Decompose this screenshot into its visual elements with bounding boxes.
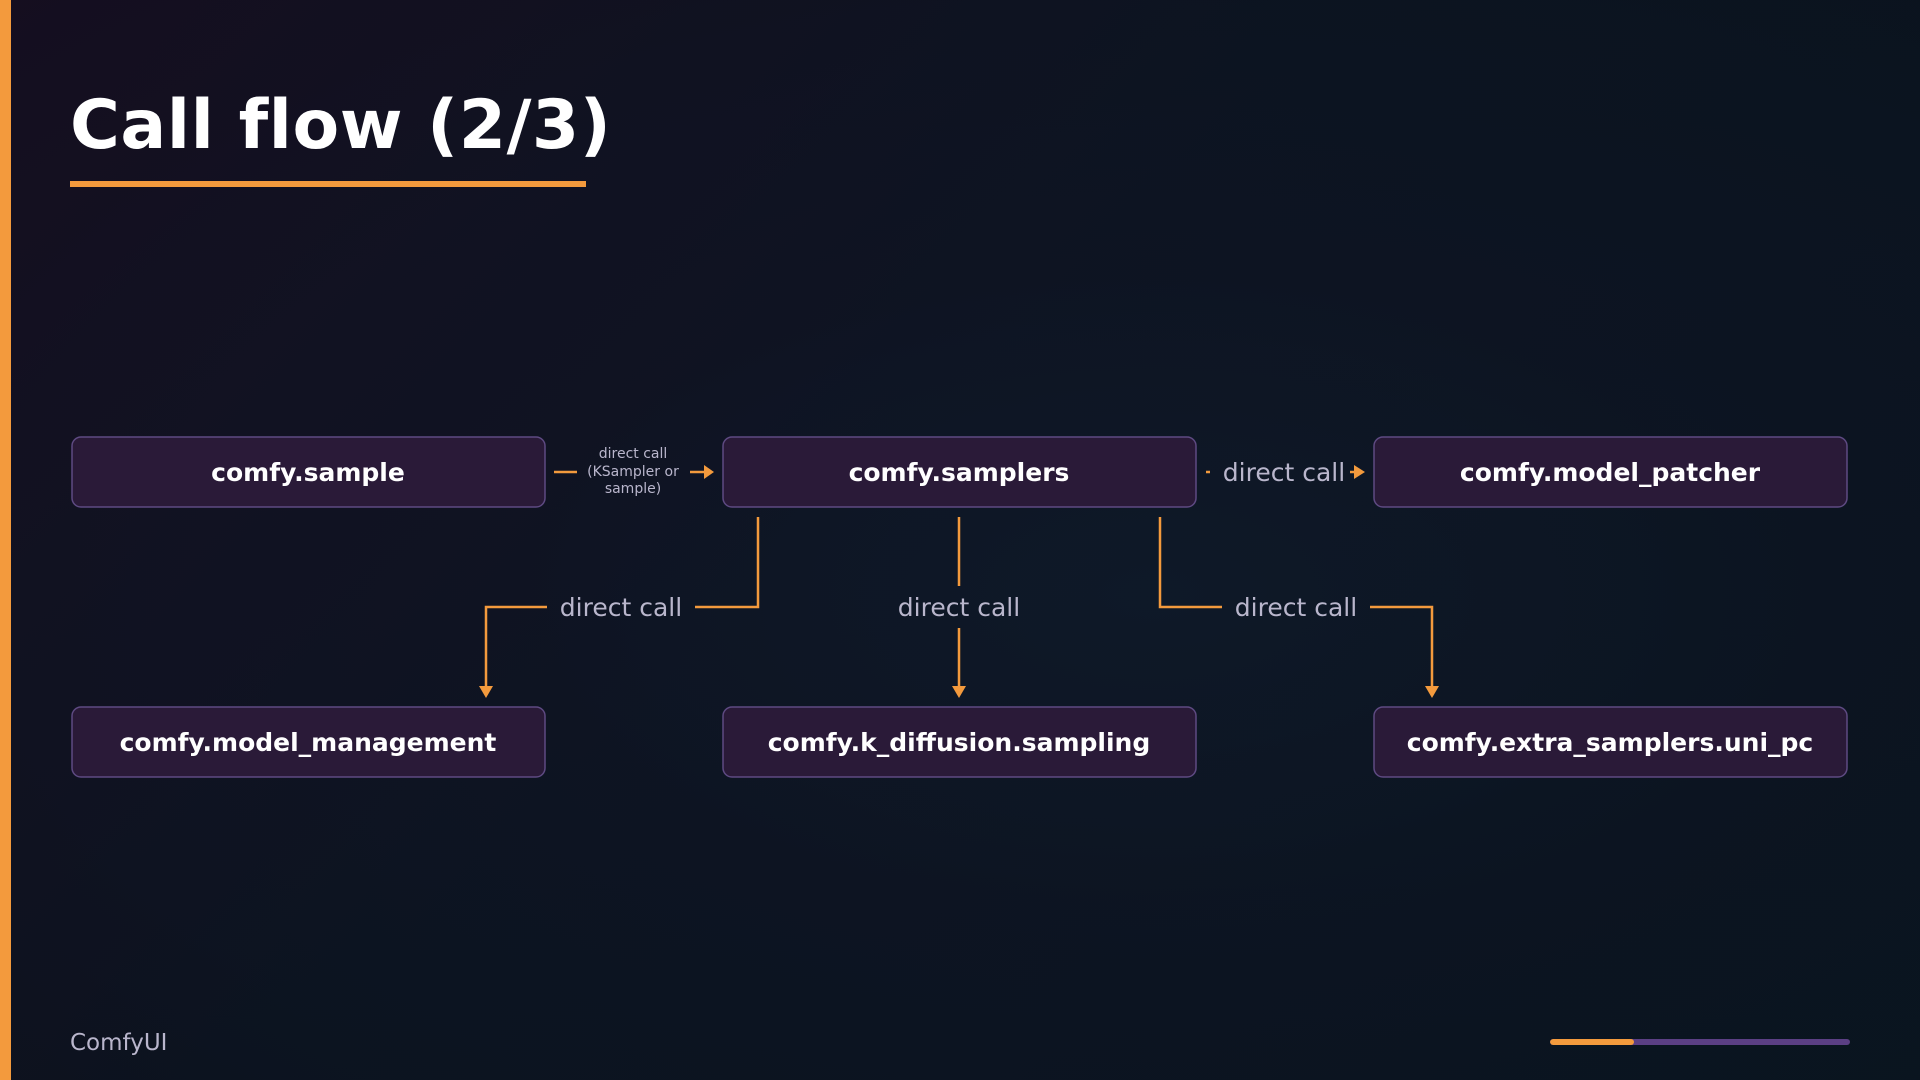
edge-label-samplers-to-model-patcher: direct call — [1223, 458, 1345, 487]
footer-brand: ComfyUI — [70, 1030, 168, 1056]
node-comfy-samplers: comfy.samplers — [722, 436, 1197, 508]
edge-label-sample-to-samplers-line1: direct call — [599, 446, 668, 462]
node-comfy-model-management: comfy.model_management — [71, 706, 546, 778]
node-label-comfy-k-diffusion-sampling: comfy.k_diffusion.sampling — [768, 728, 1151, 757]
edge-label-samplers-to-k-diffusion: direct call — [898, 593, 1020, 622]
edge-label-samplers-to-uni-pc: direct call — [1235, 593, 1357, 622]
left-accent-bar — [0, 0, 11, 1080]
node-label-comfy-samplers: comfy.samplers — [849, 458, 1070, 487]
edge-sample-to-samplers: direct call (KSampler or sample) — [554, 446, 714, 497]
node-label-comfy-model-patcher: comfy.model_patcher — [1460, 458, 1761, 487]
node-label-comfy-extra-samplers-uni-pc: comfy.extra_samplers.uni_pc — [1407, 728, 1813, 757]
edge-samplers-to-model-management: direct call — [479, 517, 760, 698]
node-comfy-sample: comfy.sample — [71, 436, 546, 508]
edge-samplers-to-k-diffusion: direct call — [898, 517, 1020, 698]
node-comfy-extra-samplers-uni-pc: comfy.extra_samplers.uni_pc — [1373, 706, 1848, 778]
title-underline — [70, 181, 586, 187]
edge-label-sample-to-samplers-line3: sample) — [605, 481, 661, 497]
node-comfy-k-diffusion-sampling: comfy.k_diffusion.sampling — [722, 706, 1197, 778]
slide-progress-fill — [1550, 1039, 1634, 1045]
node-comfy-model-patcher: comfy.model_patcher — [1373, 436, 1848, 508]
node-label-comfy-sample: comfy.sample — [211, 458, 405, 487]
edge-label-samplers-to-model-management: direct call — [560, 593, 682, 622]
slide-title: Call flow (2/3) — [70, 86, 612, 165]
edge-label-sample-to-samplers-line2: (KSampler or — [587, 464, 679, 480]
edge-samplers-to-model-patcher: direct call — [1206, 458, 1365, 487]
slide-progress-bar — [1550, 1039, 1850, 1045]
edge-samplers-to-uni-pc: direct call — [1158, 517, 1439, 698]
node-label-comfy-model-management: comfy.model_management — [120, 728, 497, 757]
